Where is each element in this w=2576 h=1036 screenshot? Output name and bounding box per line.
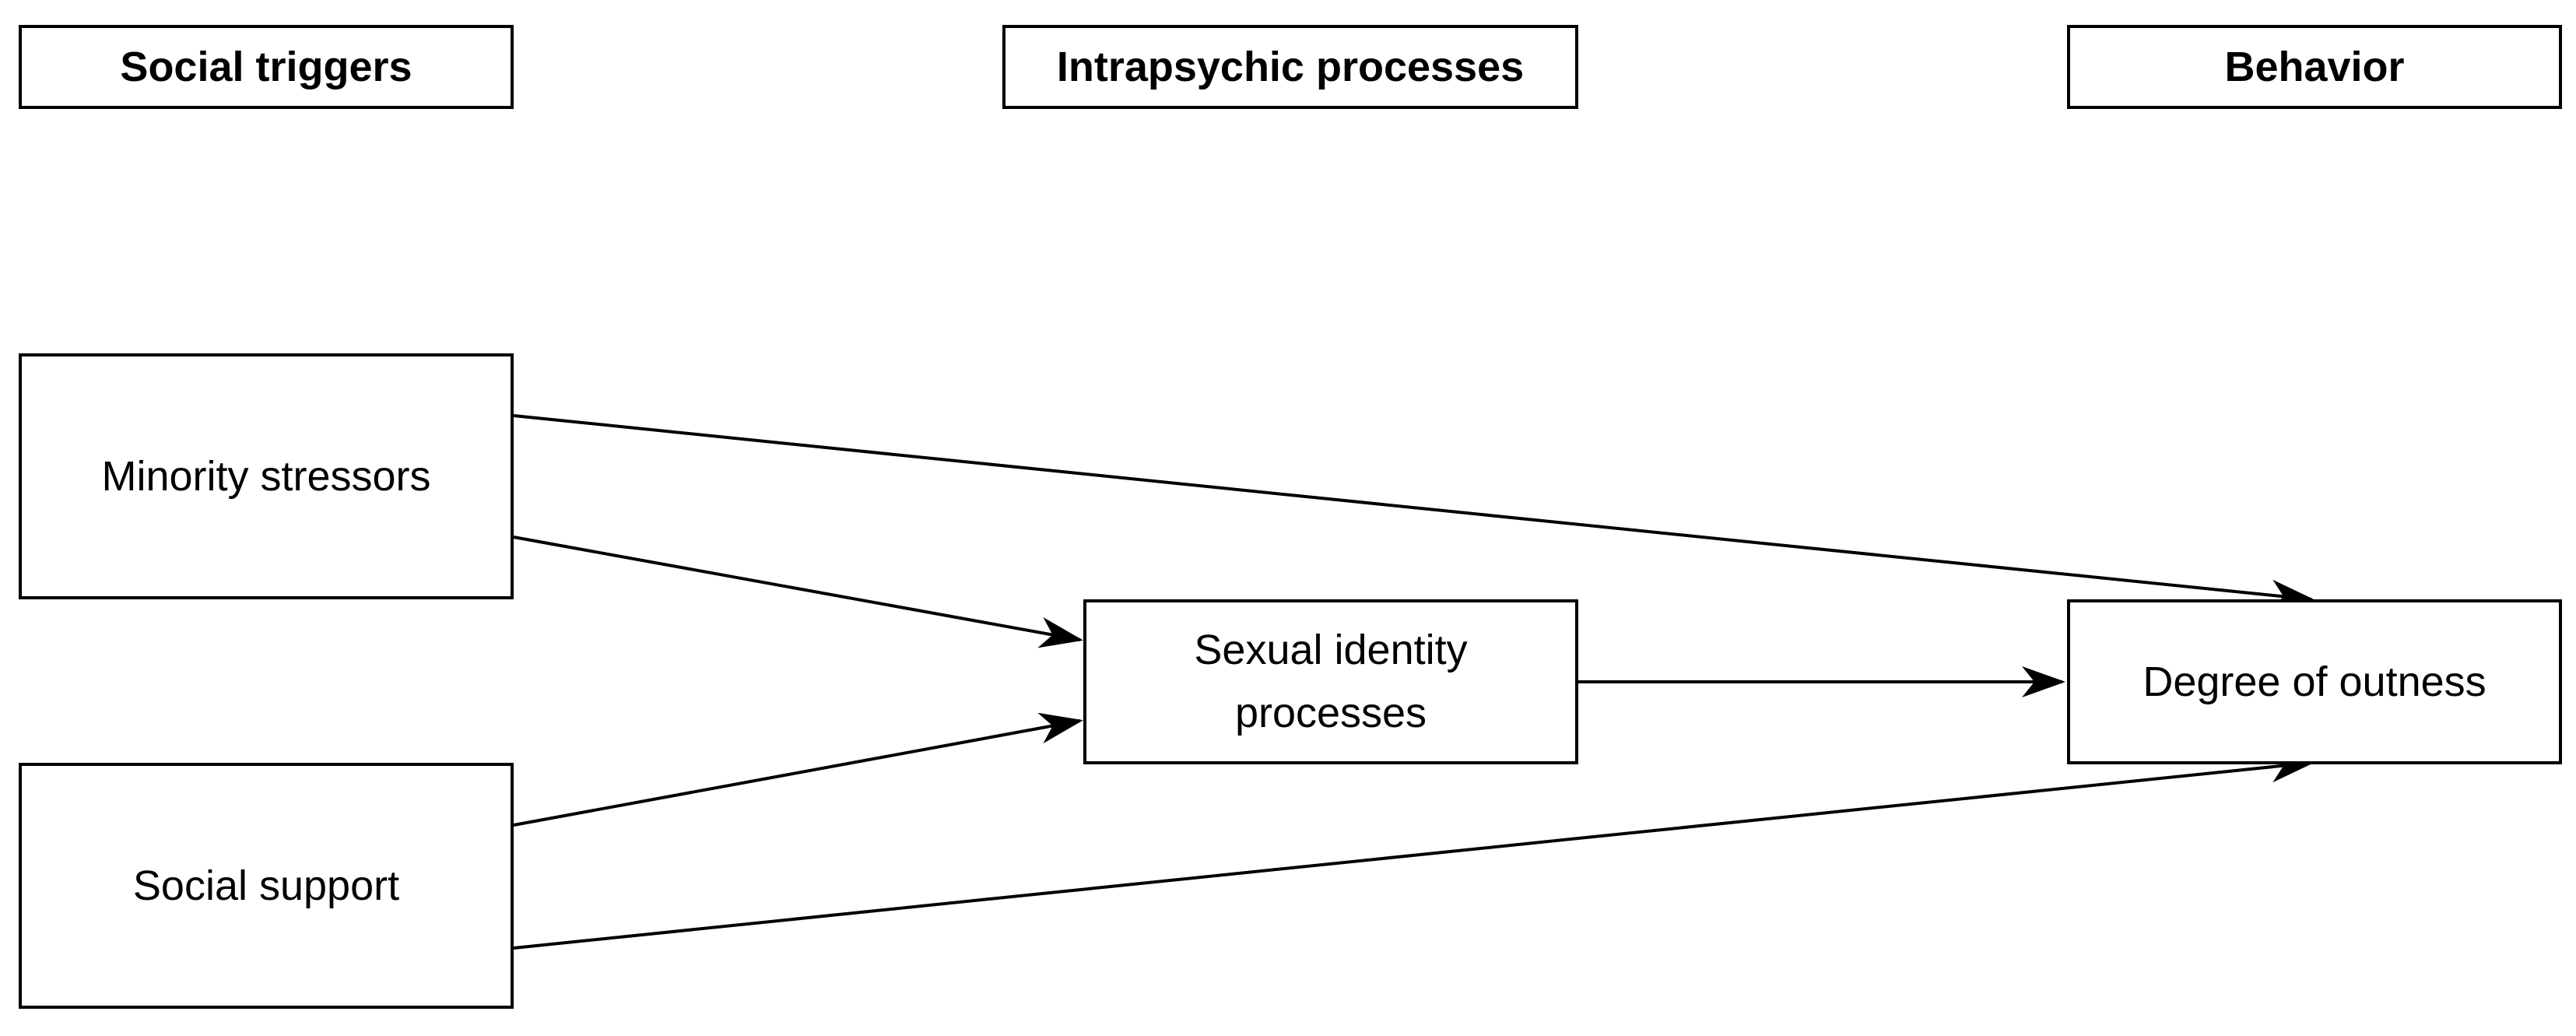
node-sexual-identity-processes: Sexual identity processes [1083,599,1578,764]
node-sexual-identity-processes-label: Sexual identity processes [1194,627,1468,736]
node-degree-of-outness: Degree of outness [2067,599,2562,764]
header-intrapsychic-processes: Intrapsychic processes [1002,25,1578,109]
node-degree-of-outness-label: Degree of outness [2143,658,2487,705]
arrow-minority-stressors-to-degree-of-outness [513,414,2315,611]
arrow-social-support-to-sexual-identity-processes [513,712,1083,827]
node-social-support: Social support [19,763,514,1009]
header-social-triggers-label: Social triggers [120,44,412,90]
header-social-triggers: Social triggers [19,25,514,109]
node-minority-stressors-label: Minority stressors [101,452,431,500]
arrow-minority-stressors-to-sexual-identity-processes [513,536,1083,648]
node-minority-stressors: Minority stressors [19,353,514,599]
header-behavior-label: Behavior [2224,44,2405,90]
header-behavior: Behavior [2067,25,2562,109]
header-intrapsychic-processes-label: Intrapsychic processes [1056,44,1525,90]
arrow-social-support-to-degree-of-outness [513,751,2315,950]
node-social-support-label: Social support [132,862,400,909]
